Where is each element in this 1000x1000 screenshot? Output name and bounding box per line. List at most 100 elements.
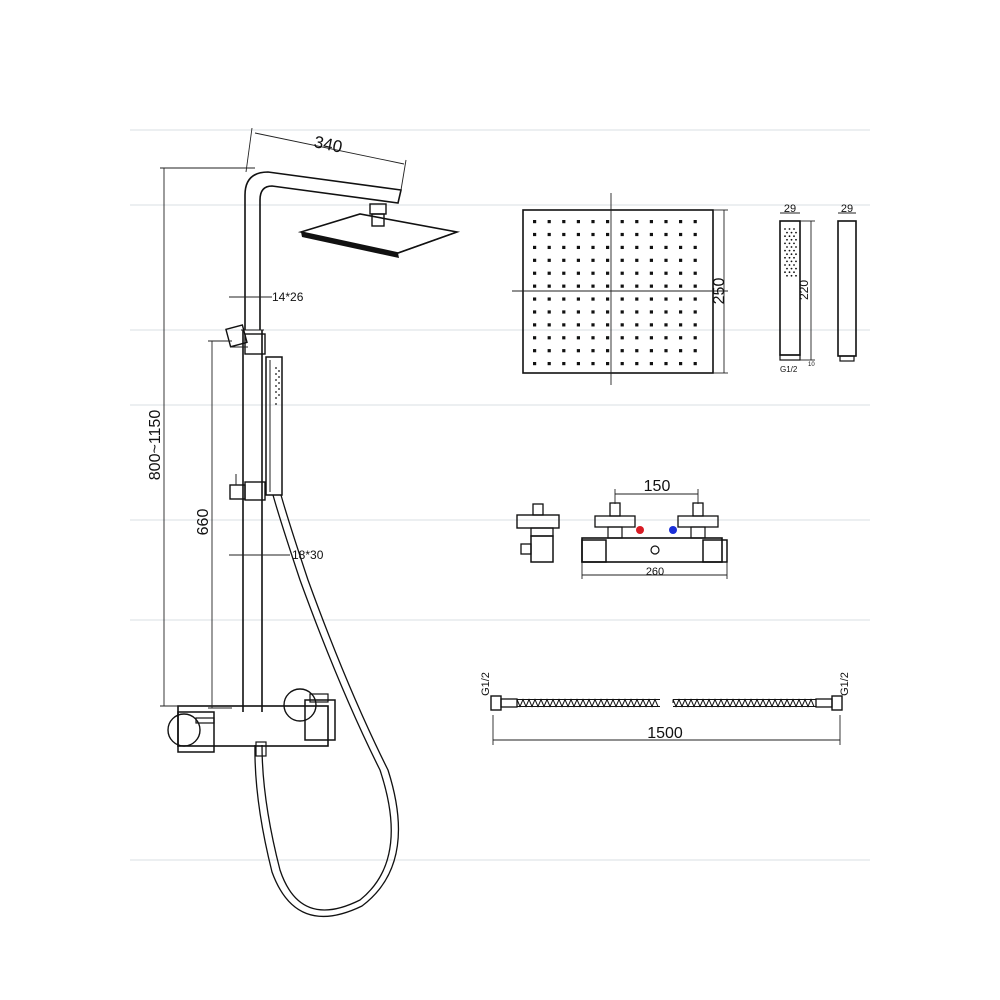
handshower-length-label: 220 xyxy=(797,280,811,300)
nozzle xyxy=(591,220,595,224)
total-height-label: 800~1150 xyxy=(147,410,164,481)
nozzle xyxy=(547,297,551,301)
nozzle xyxy=(547,245,551,250)
hand-nozzle xyxy=(788,242,791,245)
nozzle xyxy=(606,310,610,314)
nozzle xyxy=(562,336,566,340)
nozzle xyxy=(649,284,653,288)
nozzle xyxy=(649,220,653,224)
hand-nozzle xyxy=(795,246,797,248)
hand-nozzle xyxy=(788,264,791,266)
rail-length-label: 660 xyxy=(195,509,212,536)
hand-shower-front-view xyxy=(779,212,815,361)
nozzle xyxy=(664,284,668,288)
valve-length-label: 260 xyxy=(646,566,664,578)
handshower-thread-label: G1/2 xyxy=(780,365,798,374)
nozzle xyxy=(664,323,668,327)
column-valve-body xyxy=(177,693,336,757)
nozzle xyxy=(576,336,580,340)
nozzle xyxy=(620,245,624,250)
nozzle xyxy=(533,349,537,353)
hand-shower-side-view xyxy=(837,212,857,362)
nozzle xyxy=(679,362,683,366)
hand-nozzle xyxy=(786,231,788,234)
nozzle xyxy=(649,271,653,275)
nozzle xyxy=(562,220,566,224)
hand-nozzle xyxy=(790,260,793,263)
nozzle xyxy=(664,336,668,340)
valve-centers-label: 150 xyxy=(644,478,671,495)
nozzle xyxy=(620,349,624,353)
nozzle xyxy=(679,310,683,314)
nozzle xyxy=(547,336,551,340)
hand-nozzle xyxy=(788,256,791,259)
nozzle xyxy=(693,220,697,224)
nozzle xyxy=(649,362,653,366)
nozzle xyxy=(547,323,551,327)
nozzle xyxy=(562,245,566,250)
nozzle xyxy=(635,232,639,237)
nozzle xyxy=(576,245,580,250)
nozzle xyxy=(533,284,537,288)
handshower-small-label: 10 xyxy=(808,362,815,368)
nozzle xyxy=(547,362,551,366)
upper-tube-label: 14*26 xyxy=(272,290,304,304)
nozzle xyxy=(606,232,610,237)
nozzle xyxy=(576,258,580,262)
nozzle xyxy=(547,310,551,314)
nozzle xyxy=(606,362,610,366)
nozzle xyxy=(664,310,668,314)
slide-holder xyxy=(229,474,266,501)
nozzle xyxy=(562,349,566,353)
hand-nozzle xyxy=(788,228,791,230)
nozzle xyxy=(679,258,683,262)
nozzle xyxy=(679,336,683,340)
nozzle xyxy=(679,220,683,224)
hose-thread-left-label: G1/2 xyxy=(480,672,492,696)
nozzle xyxy=(547,258,551,262)
nozzle xyxy=(591,336,595,340)
nozzle xyxy=(533,232,537,237)
nozzle xyxy=(547,349,551,353)
nozzle xyxy=(606,284,610,288)
nozzle xyxy=(547,232,551,237)
hose-length-label: 1500 xyxy=(647,725,683,742)
hand-nozzle xyxy=(793,249,795,252)
nozzle xyxy=(533,271,537,275)
nozzle xyxy=(562,297,566,301)
nozzle xyxy=(533,258,537,262)
nozzle xyxy=(664,271,668,275)
nozzle-grid xyxy=(533,220,697,366)
nozzle xyxy=(591,258,595,262)
hand-nozzle xyxy=(793,228,795,230)
nozzle xyxy=(606,258,610,262)
nozzle xyxy=(664,245,668,250)
valve-front-view xyxy=(581,489,728,579)
nozzle xyxy=(679,297,683,301)
nozzle xyxy=(620,271,624,275)
hand-nozzle xyxy=(784,235,786,238)
hand-nozzle xyxy=(786,246,788,248)
nozzle xyxy=(576,297,580,301)
nozzle xyxy=(635,362,639,366)
hand-nozzle xyxy=(793,235,795,238)
nozzle xyxy=(533,362,537,366)
nozzle xyxy=(562,284,566,288)
nozzle xyxy=(606,336,610,340)
nozzle xyxy=(562,310,566,314)
hand-nozzle xyxy=(795,238,797,241)
hand-nozzle xyxy=(788,235,791,238)
nozzle xyxy=(635,271,639,275)
rain-head-top-view xyxy=(512,193,728,385)
hand-shower-nozzles xyxy=(784,228,797,277)
hand-nozzle xyxy=(784,256,786,259)
hand-nozzle xyxy=(790,246,793,248)
nozzle xyxy=(693,310,697,314)
hand-nozzle xyxy=(788,271,791,274)
nozzle xyxy=(620,220,624,224)
nozzle xyxy=(533,310,537,314)
nozzle xyxy=(606,271,610,275)
shower-column: 340 800~1150 660 14*26 18*30 xyxy=(147,127,461,918)
handshower-width-label: 29 xyxy=(784,203,796,215)
